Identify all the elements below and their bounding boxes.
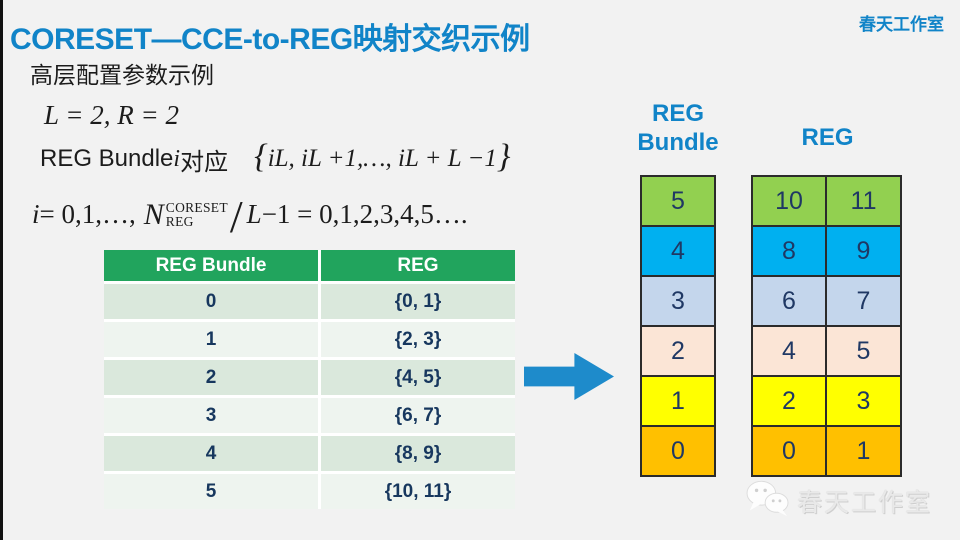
n-superscript: CORESET: [165, 199, 228, 215]
bundle-cell: 4: [642, 227, 714, 275]
bundle-column: 5 4 3 2 1 0: [640, 175, 716, 477]
table-cell-reg: {2, 3}: [321, 322, 515, 357]
subtitle: 高层配置参数示例: [30, 62, 214, 88]
formula-bundle-label: REG Bundle: [40, 145, 174, 172]
reg-grid: 10 11 8 9 6 7 4 5 2 3 0 1: [751, 175, 902, 477]
formula-index-range: i = 0,1,…, N CORESET REG / L −1 = 0,1,2,…: [32, 188, 468, 242]
reg-cell: 8: [753, 227, 825, 275]
page-title: CORESET—CCE-to-REG映射交织示例: [10, 23, 530, 56]
interleave-bundle-label: REG Bundle: [618, 99, 738, 157]
index-range-result: −1 = 0,1,2,3,4,5….: [261, 199, 468, 229]
mapping-table-header-reg: REG: [321, 250, 515, 281]
reg-cell: 4: [753, 327, 825, 375]
reg-cell: 2: [753, 377, 825, 425]
brace-close: }: [496, 138, 511, 175]
n-subscript: REG: [165, 213, 194, 229]
reg-cell: 5: [827, 327, 900, 375]
reg-cell: 9: [827, 227, 900, 275]
reg-cell: 1: [827, 427, 900, 475]
table-cell-reg: {0, 1}: [321, 284, 515, 319]
watermark: 春天工作室: [745, 478, 932, 523]
reg-cell: 3: [827, 377, 900, 425]
reg-cell: 0: [753, 427, 825, 475]
n-coreset-reg-symbol: N CORESET REG: [144, 198, 228, 232]
formula-bundle-cjk: 对应: [180, 148, 229, 176]
formula-parameters: L = 2, R = 2: [44, 100, 179, 130]
formula-reg-set-body: iL, iL +1,…, iL + L −1: [267, 145, 497, 172]
formula-bundle-definition: REG Bundle i 对应 { iL, iL +1,…, iL + L −1…: [40, 138, 511, 178]
mapping-table: REG Bundle REG 0 {0, 1} 1 {2, 3} 2 {4, 5…: [104, 250, 515, 509]
left-edge-bar: [0, 0, 3, 540]
interleave-bundle-label-line2: Bundle: [637, 129, 719, 156]
table-cell-bundle: 1: [104, 322, 318, 357]
watermark-text: 春天工作室: [796, 488, 932, 517]
interleave-reg-label: REG: [801, 124, 854, 151]
interleave-bundle-label-line1: REG: [651, 100, 704, 127]
table-cell-reg: {6, 7}: [321, 398, 515, 433]
bundle-cell: 1: [642, 377, 714, 425]
wechat-icon: [745, 478, 791, 523]
reg-cell: 10: [753, 177, 825, 225]
table-cell-bundle: 0: [104, 284, 318, 319]
formula-bundle-index-var: i: [173, 145, 181, 172]
brace-open: {: [254, 138, 268, 175]
table-cell-reg: {8, 9}: [321, 436, 515, 471]
table-cell-bundle: 4: [104, 436, 318, 471]
table-cell-bundle: 3: [104, 398, 318, 433]
brand-label-top: 春天工作室: [859, 15, 944, 34]
table-cell-bundle: 2: [104, 360, 318, 395]
bundle-cell: 0: [642, 427, 714, 475]
right-arrow-icon: [524, 353, 614, 400]
division-slash: /: [229, 191, 243, 242]
formula-reg-set: { iL, iL +1,…, iL + L −1 }: [254, 138, 511, 178]
bundle-cell: 5: [642, 177, 714, 225]
reg-cell: 7: [827, 277, 900, 325]
index-range-eq: = 0,1,…,: [39, 199, 136, 229]
table-cell-bundle: 5: [104, 474, 318, 509]
reg-cell: 11: [827, 177, 900, 225]
index-var: i: [32, 199, 40, 229]
n-var: N: [143, 197, 164, 231]
l-var: L: [246, 199, 262, 229]
mapping-table-header-bundle: REG Bundle: [104, 250, 318, 281]
reg-cell: 6: [753, 277, 825, 325]
n-scripts: CORESET REG: [165, 199, 228, 229]
table-cell-reg: {4, 5}: [321, 360, 515, 395]
bundle-cell: 2: [642, 327, 714, 375]
table-cell-reg: {10, 11}: [321, 474, 515, 509]
bundle-cell: 3: [642, 277, 714, 325]
